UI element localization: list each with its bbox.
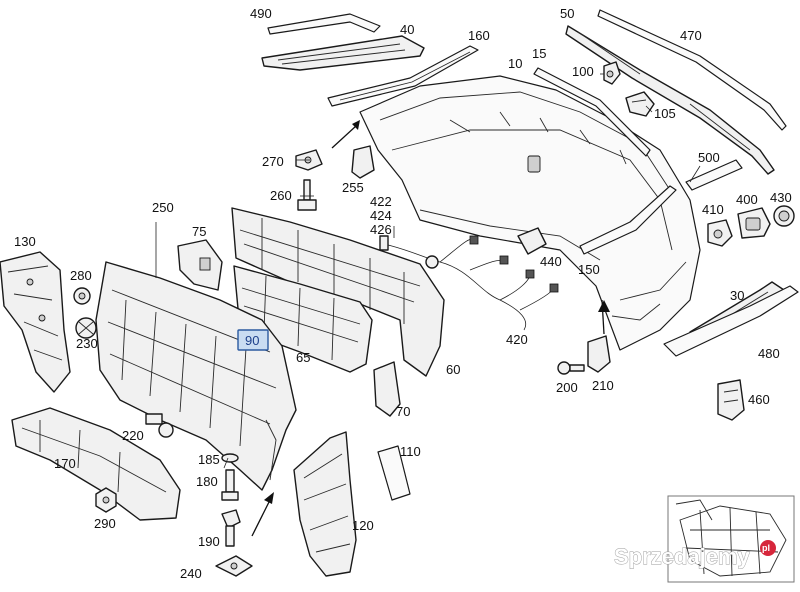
label-255: 255 bbox=[342, 180, 364, 195]
part-210-bracket[interactable] bbox=[587, 335, 611, 373]
part-15-side-strip[interactable] bbox=[533, 67, 651, 157]
label-280: 280 bbox=[70, 268, 92, 283]
part-420-wiring-harness[interactable] bbox=[379, 235, 559, 331]
label-50: 50 bbox=[560, 6, 574, 21]
label-170: 170 bbox=[54, 456, 76, 471]
part-75-bracket[interactable] bbox=[177, 239, 223, 291]
label-460: 460 bbox=[748, 392, 770, 407]
label-30: 30 bbox=[730, 288, 744, 303]
part-190-bolt[interactable] bbox=[221, 509, 241, 547]
part-250-bumper-carrier[interactable] bbox=[95, 261, 297, 491]
label-420: 420 bbox=[506, 332, 528, 347]
part-160-moulding[interactable] bbox=[327, 45, 479, 107]
part-130-side-bracket[interactable] bbox=[0, 251, 71, 393]
label-250: 250 bbox=[152, 200, 174, 215]
part-230-cover-cap[interactable] bbox=[75, 317, 97, 339]
part-110-panel[interactable] bbox=[377, 445, 411, 501]
label-240: 240 bbox=[180, 566, 202, 581]
label-60: 60 bbox=[446, 362, 460, 377]
part-255-bracket[interactable] bbox=[351, 145, 375, 179]
part-430-sensor-ring[interactable] bbox=[773, 205, 795, 227]
part-240-clip[interactable] bbox=[215, 555, 253, 577]
part-70-bracket[interactable] bbox=[373, 361, 401, 417]
label-190: 190 bbox=[198, 534, 220, 549]
label-150: 150 bbox=[578, 262, 600, 277]
part-150-moulding[interactable] bbox=[579, 185, 677, 255]
part-400-parking-sensor[interactable] bbox=[737, 207, 771, 239]
part-105-bracket[interactable] bbox=[625, 91, 655, 117]
watermark-text: Sprzedajemy bbox=[614, 544, 750, 569]
part-490-trim-strip[interactable] bbox=[267, 13, 381, 35]
label-490: 490 bbox=[250, 6, 272, 21]
watermark-suffix: pl bbox=[762, 543, 770, 553]
watermark: Sprzedajemy pl bbox=[614, 540, 776, 569]
part-290-nut[interactable] bbox=[95, 487, 117, 513]
highlight-90[interactable]: 90 bbox=[237, 329, 269, 351]
label-260: 260 bbox=[270, 188, 292, 203]
part-40-trim-strip[interactable] bbox=[261, 35, 425, 71]
label-75: 75 bbox=[192, 224, 206, 239]
label-100: 100 bbox=[572, 64, 594, 79]
part-100-clip[interactable] bbox=[603, 61, 621, 85]
part-170-lower-beam[interactable] bbox=[11, 407, 181, 521]
label-40: 40 bbox=[400, 22, 414, 37]
label-422: 422 bbox=[370, 194, 392, 209]
overview-thumbnail[interactable] bbox=[667, 495, 795, 583]
part-500-reflector[interactable] bbox=[685, 159, 743, 191]
label-200: 200 bbox=[556, 380, 578, 395]
label-180: 180 bbox=[196, 474, 218, 489]
part-480-side-trim[interactable] bbox=[663, 285, 799, 357]
part-260-screw[interactable] bbox=[297, 179, 317, 211]
label-424: 424 bbox=[370, 208, 392, 223]
assembly-arrows bbox=[251, 120, 610, 537]
label-185: 185 bbox=[198, 452, 220, 467]
label-90: 90 bbox=[245, 333, 259, 348]
label-470: 470 bbox=[680, 28, 702, 43]
part-labels: 490 40 160 10 15 50 470 100 105 500 270 … bbox=[14, 6, 792, 581]
label-110: 110 bbox=[400, 444, 421, 459]
label-10: 10 bbox=[508, 56, 522, 71]
label-65: 65 bbox=[296, 350, 310, 365]
label-220: 220 bbox=[122, 428, 144, 443]
label-426: 426 bbox=[370, 222, 392, 237]
label-270: 270 bbox=[262, 154, 284, 169]
label-430: 430 bbox=[770, 190, 792, 205]
part-470-trim-strip[interactable] bbox=[597, 9, 787, 131]
part-185-washer[interactable] bbox=[221, 453, 239, 463]
label-160: 160 bbox=[468, 28, 490, 43]
watermark-badge bbox=[760, 540, 776, 556]
label-130: 130 bbox=[14, 234, 36, 249]
part-220-push-pin[interactable] bbox=[145, 413, 174, 438]
label-480: 480 bbox=[758, 346, 780, 361]
label-210: 210 bbox=[592, 378, 614, 393]
label-500: 500 bbox=[698, 150, 720, 165]
leader-lines bbox=[155, 73, 701, 469]
part-460-bracket[interactable] bbox=[717, 379, 745, 421]
part-180-screw[interactable] bbox=[221, 469, 239, 501]
label-440: 440 bbox=[540, 254, 562, 269]
label-15: 15 bbox=[532, 46, 546, 61]
label-400: 400 bbox=[736, 192, 758, 207]
part-120-side-panel[interactable] bbox=[293, 431, 357, 577]
label-70: 70 bbox=[396, 404, 410, 419]
label-410: 410 bbox=[702, 202, 724, 217]
label-105: 105 bbox=[654, 106, 676, 121]
part-280-grommet[interactable] bbox=[73, 287, 91, 305]
label-120: 120 bbox=[352, 518, 374, 533]
part-410-sensor-holder[interactable] bbox=[707, 219, 733, 247]
label-230: 230 bbox=[76, 336, 98, 351]
part-440-connector[interactable] bbox=[517, 227, 547, 255]
part-200-bolt[interactable] bbox=[557, 361, 585, 375]
label-290: 290 bbox=[94, 516, 116, 531]
